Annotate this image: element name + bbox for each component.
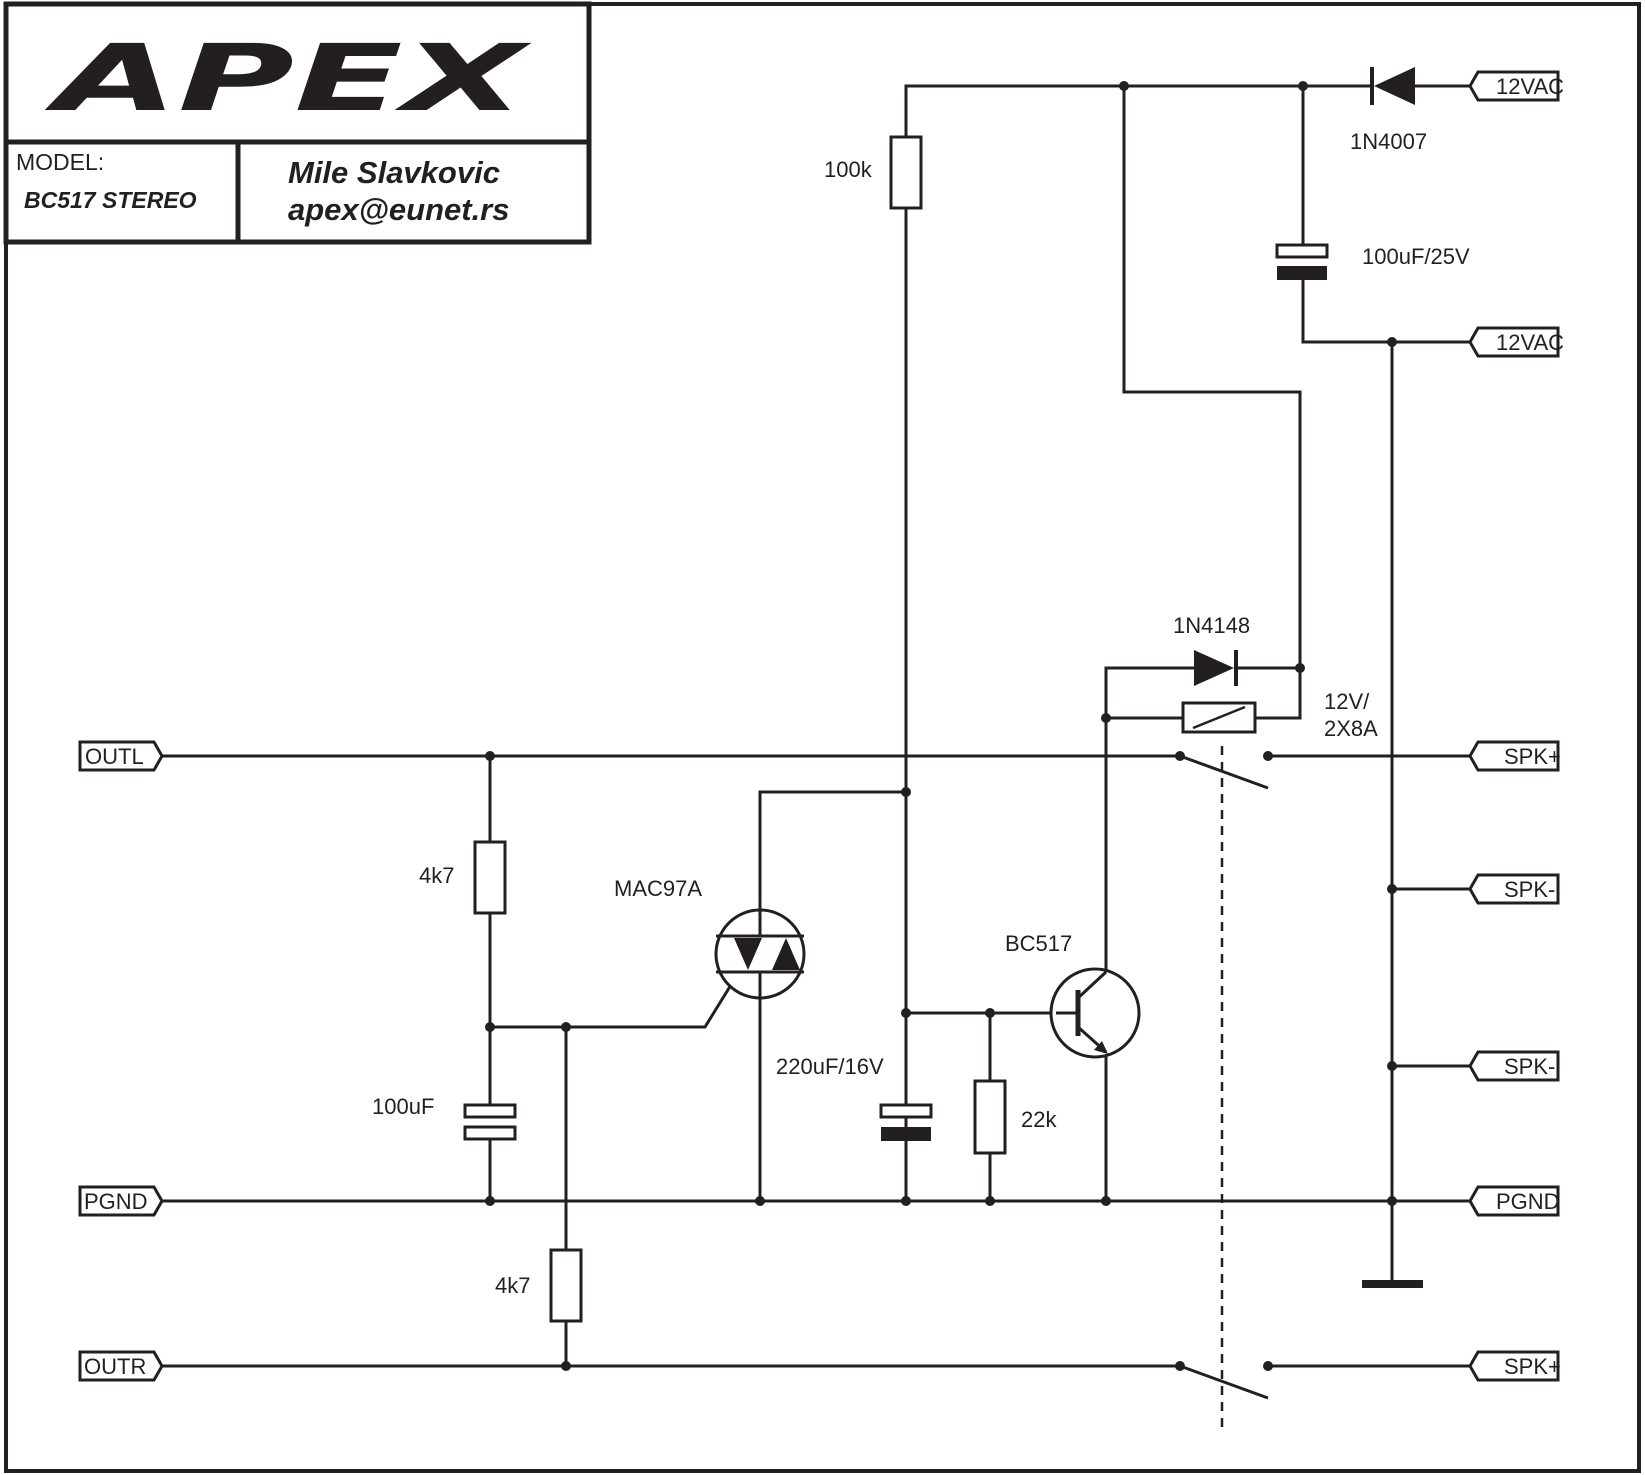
label-1n4148: 1N4148: [1173, 613, 1250, 638]
label-relay-12v: 12V/: [1324, 689, 1370, 714]
label-100uf-25v: 100uF/25V: [1362, 244, 1470, 269]
connector-spk-minus-1: SPK-: [1504, 877, 1555, 902]
capacitor-220uf-16v: [879, 1103, 933, 1201]
apex-logo: APEX: [45, 25, 532, 132]
label-relay-2x8a: 2X8A: [1324, 716, 1378, 741]
diode-1n4148: [1194, 650, 1238, 686]
model-label: MODEL:: [16, 149, 104, 175]
transistor-bc517: [1049, 967, 1141, 1059]
diode-1n4007: [1370, 67, 1415, 105]
author-email: apex@eunet.rs: [288, 192, 509, 227]
title-block: APEX MODEL: BC517 STEREO Mile Slavkovic …: [3, 1, 592, 245]
connectors: [78, 70, 1560, 1382]
connector-spk-plus-bottom: SPK+: [1504, 1354, 1561, 1379]
junctions: [485, 81, 1397, 1371]
capacitor-100uf-25v: [1275, 243, 1329, 280]
label-mac97a: MAC97A: [614, 876, 702, 901]
connector-spk-minus-2: SPK-: [1504, 1054, 1555, 1079]
relay-coil: [1181, 701, 1257, 734]
triac-mac97a: [714, 908, 806, 1000]
label-100uf: 100uF: [372, 1094, 434, 1119]
apex-logo-text: APEX: [45, 25, 532, 132]
resistor-22k: [973, 1079, 1007, 1155]
label-22k: 22k: [1021, 1107, 1057, 1132]
label-4k7-top: 4k7: [419, 863, 454, 888]
model-value: BC517 STEREO: [24, 187, 197, 213]
resistor-4k7-top: [473, 840, 507, 915]
connector-12vac-top: 12VAC: [1496, 74, 1564, 99]
resistor-100k: [889, 135, 923, 210]
label-4k7-bottom: 4k7: [495, 1273, 530, 1298]
label-bc517: BC517: [1005, 931, 1072, 956]
resistor-4k7-bottom: [549, 1248, 583, 1323]
connector-outr: OUTR: [84, 1354, 146, 1379]
label-1n4007: 1N4007: [1350, 129, 1427, 154]
connector-pgnd-left: PGND: [84, 1189, 148, 1214]
connector-pgnd-right: PGND: [1496, 1189, 1560, 1214]
label-220uf-16v: 220uF/16V: [776, 1054, 884, 1079]
capacitor-100uf: [463, 1103, 517, 1141]
label-100k: 100k: [824, 157, 873, 182]
author-name: Mile Slavkovic: [288, 155, 500, 190]
connector-outl: OUTL: [85, 744, 144, 769]
connector-spk-plus-top: SPK+: [1504, 744, 1561, 769]
connector-12vac-mid: 12VAC: [1496, 330, 1564, 355]
outer-frame: [4, 2, 1641, 1473]
wires: [162, 84, 1492, 1432]
